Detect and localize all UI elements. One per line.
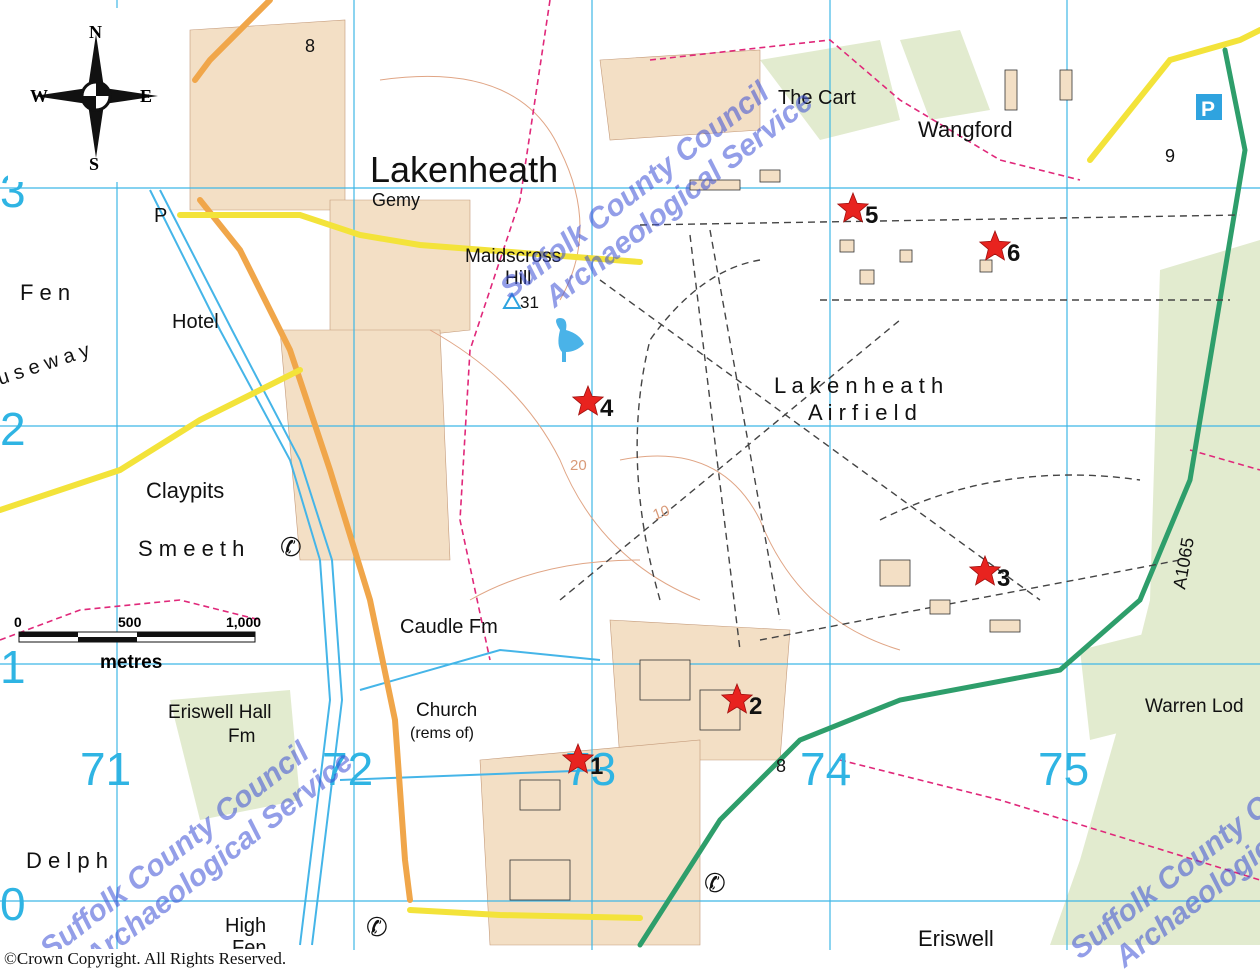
label-warren-lodge: Warren Lod <box>1145 696 1244 717</box>
compass-icon: N S E W <box>30 22 158 174</box>
label-smeeth: S m e e t h <box>138 536 244 561</box>
site-markers: 1 2 3 4 5 6 <box>561 191 1020 780</box>
grid-label-75: 75 <box>1038 743 1089 795</box>
label-spot-height-31: 31 <box>520 293 539 312</box>
label-maidscross-hill: Hill <box>505 268 531 289</box>
label-eriswell: Eriswell <box>918 926 994 951</box>
label-gemy: Gemy <box>372 190 420 210</box>
site-marker-3: 3 <box>968 554 1010 592</box>
nature-reserve-bird-icon <box>556 318 584 362</box>
star-icon <box>836 191 870 223</box>
label-lakenheath-airfield-2: A i r f i e l d <box>808 400 917 425</box>
grid-label-74: 74 <box>800 743 851 795</box>
compass-n: N <box>89 22 102 42</box>
site-marker-2: 2 <box>720 682 762 720</box>
grid-label-72: 72 <box>322 743 373 795</box>
site-marker-4: 4 <box>571 384 614 422</box>
grid-label-71: 71 <box>80 743 131 795</box>
label-wangford: Wangford <box>918 117 1013 142</box>
grid-label-2: 2 <box>0 403 26 455</box>
svg-text:P: P <box>1201 98 1215 121</box>
label-spot-9: 9 <box>1165 146 1175 166</box>
label-hotel: Hotel <box>172 311 219 333</box>
label-contour-20: 20 <box>570 457 587 474</box>
grid-label-1: 1 <box>0 641 26 693</box>
compass-w: W <box>30 86 48 106</box>
boundaries <box>0 0 1260 881</box>
telephone-icon: ✆ <box>280 533 302 563</box>
label-maidscross: Maidscross <box>465 246 561 267</box>
star-icon <box>968 554 1002 586</box>
woodland-areas <box>170 30 1260 945</box>
grid-label-0: 0 <box>0 878 26 930</box>
site-number-label: 5 <box>865 202 878 229</box>
site-marker-6: 6 <box>978 229 1020 267</box>
label-church: Church <box>416 700 477 721</box>
place-labels: Lakenheath Gemy Maidscross Hill 31 F e n… <box>0 36 1244 959</box>
star-icon <box>720 682 754 714</box>
label-p-lakenheath: P <box>154 205 167 227</box>
scale-bar: 0 500 1,000 metres <box>14 608 274 678</box>
label-caudle-fm: Caudle Fm <box>400 616 498 638</box>
label-spot-8-south: 8 <box>776 756 786 776</box>
scale-bar-graphic: 0 500 1,000 metres <box>14 614 261 673</box>
site-number-label: 1 <box>590 753 603 780</box>
star-icon <box>571 384 605 416</box>
label-contour-10: 10 <box>651 502 672 524</box>
star-icon <box>561 742 595 774</box>
scale-tick-0: 0 <box>14 614 22 630</box>
label-lakenheath-airfield-1: L a k e n h e a t h <box>774 373 943 398</box>
trig-point-icon <box>502 291 522 309</box>
roads <box>0 0 1260 948</box>
compass-e: E <box>140 86 152 106</box>
site-number-label: 6 <box>1007 240 1020 267</box>
telephone-icons: ✆ ✆ ✆ <box>280 533 726 943</box>
copyright-notice: ©Crown Copyright. All Rights Reserved. <box>4 949 293 969</box>
drains <box>149 189 601 946</box>
site-number-label: 3 <box>997 565 1010 592</box>
label-high: High <box>225 915 266 937</box>
telephone-icon: ✆ <box>366 913 388 943</box>
site-number-label: 4 <box>600 395 614 422</box>
site-number-label: 2 <box>749 693 762 720</box>
telephone-icon: ✆ <box>704 869 726 899</box>
site-marker-1: 1 <box>561 742 603 780</box>
label-delph: D e l p h <box>26 848 108 873</box>
airfield-taxiways <box>559 214 1241 651</box>
buildings <box>509 69 1073 901</box>
label-spot-8-north: 8 <box>305 36 315 56</box>
star-icon <box>978 229 1012 261</box>
scale-tick-1000: 1,000 <box>226 614 261 630</box>
label-fen: F e n <box>20 280 70 305</box>
site-marker-5: 5 <box>836 191 878 229</box>
contours <box>379 75 901 651</box>
scale-tick-500: 500 <box>118 614 142 630</box>
compass-rose: N S E W <box>8 8 182 182</box>
label-claypits: Claypits <box>146 478 224 503</box>
label-lakenheath: Lakenheath <box>370 149 558 190</box>
compass-s: S <box>89 154 99 174</box>
label-church-rems: (rems of) <box>410 725 474 742</box>
grid-labels: 71 72 73 74 75 3 2 1 0 <box>0 165 1089 930</box>
parking-icon: P <box>1196 94 1222 121</box>
label-eriswell-hall: Eriswell Hall <box>168 702 271 723</box>
label-the-cart: The Cart <box>778 87 856 109</box>
scale-unit: metres <box>100 652 162 673</box>
label-eriswell-hall-fm: Fm <box>228 726 255 747</box>
